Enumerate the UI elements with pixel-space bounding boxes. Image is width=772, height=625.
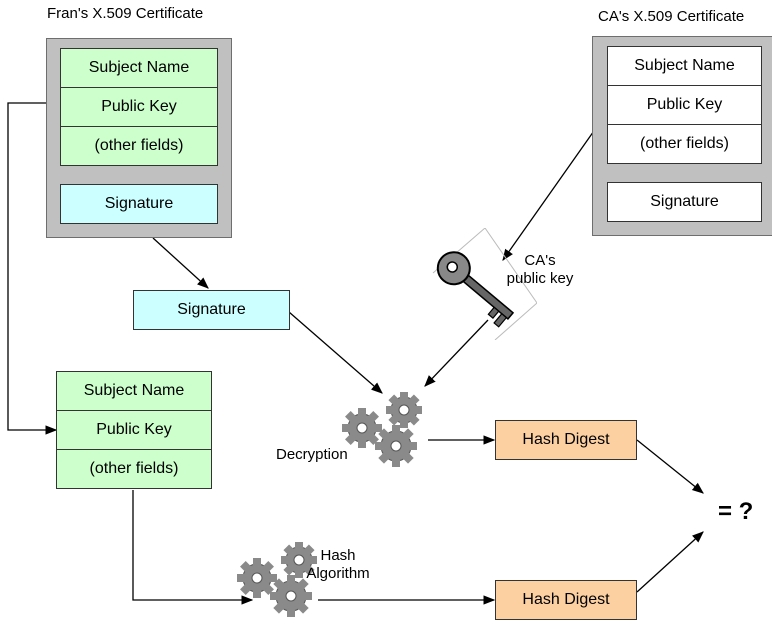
ca-other-fields: (other fields) [607,124,762,164]
fran-cert-title: Fran's X.509 Certificate [47,5,204,22]
compare-label: = ? [718,498,754,525]
arrow-signature-to-decryption [288,311,383,394]
ca-public-key-label: CA's public key [506,252,574,287]
tbs-other-fields: (other fields) [56,449,212,489]
extracted-signature: Signature [133,290,290,330]
gears-icon [340,390,428,470]
arrow-key-to-decryption [424,319,489,387]
decryption-label: Decryption [276,446,348,463]
hash-digest-bottom: Hash Digest [495,580,637,620]
ca-public-key: Public Key [607,85,762,125]
ca-subject-name: Subject Name [607,46,762,86]
arrow-ca-to-key [502,127,597,261]
ca-cert-title: CA's X.509 Certificate [598,8,745,25]
fran-public-key: Public Key [60,87,218,127]
hash-algorithm-label: Hash Algorithm [306,547,370,582]
key-icon [425,227,538,341]
gears-icon [235,540,323,620]
fran-certificate: Subject Name Public Key (other fields) S… [46,38,232,238]
hash-digest-top: Hash Digest [495,420,637,460]
arrow-cert-to-signature [152,237,209,289]
tbs-subject-name: Subject Name [56,371,212,411]
fran-subject-name: Subject Name [60,48,218,88]
arrow-top-digest-to-compare [636,439,704,494]
arrow-bottom-digest-to-compare [636,531,704,593]
tbs-public-key: Public Key [56,410,212,450]
fran-signature: Signature [60,184,218,224]
fran-other-fields: (other fields) [60,126,218,166]
arrow-fields-to-hash [132,490,254,605]
arrow-cert-to-fields [7,102,58,435]
ca-certificate: Subject Name Public Key (other fields) S… [592,36,772,236]
ca-signature: Signature [607,182,762,222]
